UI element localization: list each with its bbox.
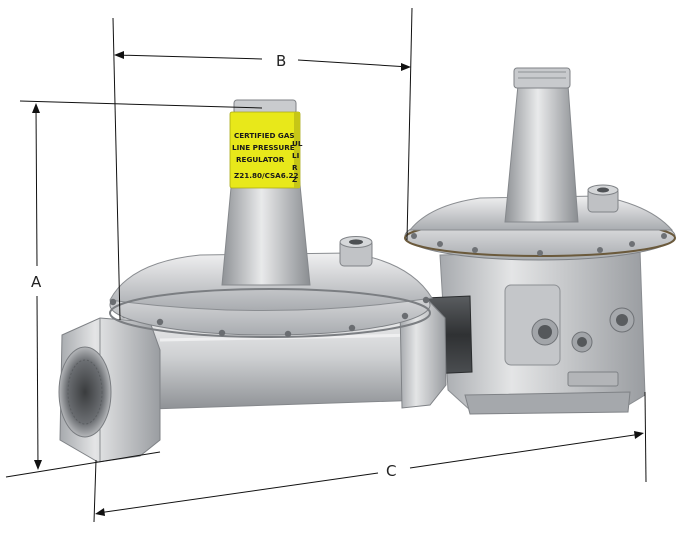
dimension-label-b: B xyxy=(276,52,286,70)
dimension-line-a-top xyxy=(35,105,38,267)
arrowhead-a-bottom xyxy=(34,460,42,470)
extension-line-top-a xyxy=(19,100,263,109)
dimension-line-c-right xyxy=(409,433,642,469)
extension-line-left-c xyxy=(93,459,97,523)
arrowhead-c-left xyxy=(95,508,105,516)
arrowhead-a-top xyxy=(32,103,40,113)
tag-side-fragment-2: LI xyxy=(292,151,300,160)
dimension-lines xyxy=(5,7,647,523)
certification-tag: CERTIFIED GAS LINE PRESSURE REGULATOR Z2… xyxy=(229,111,301,189)
arrowhead-b-left xyxy=(114,51,124,59)
dimension-line-b-left xyxy=(115,54,263,60)
dimension-line-b-right xyxy=(297,59,410,68)
extension-line-right-b xyxy=(406,7,413,241)
dimension-arrowheads xyxy=(32,51,644,516)
dimension-label-a: A xyxy=(31,273,42,291)
dimension-line-a-bottom xyxy=(36,295,39,469)
tag-side-fragment-4: Z xyxy=(292,175,297,184)
tag-side-fragment-1: UL xyxy=(292,139,303,148)
dimension-line-c-left xyxy=(97,472,379,514)
tag-side-fragment-3: R xyxy=(292,163,298,172)
arrowhead-b-right xyxy=(401,63,411,71)
rear-regulator xyxy=(404,67,676,415)
extension-line-right-c xyxy=(644,391,647,483)
tag-line-3: REGULATOR xyxy=(236,155,285,164)
extension-line-bottom-a xyxy=(5,451,161,478)
dimension-label-c: C xyxy=(386,462,396,480)
arrowhead-c-right xyxy=(634,431,644,439)
tag-line-2: LINE PRESSURE xyxy=(232,143,295,152)
extension-line-left-b xyxy=(112,17,121,321)
tag-line-1: CERTIFIED GAS xyxy=(234,131,295,140)
tag-line-4: Z21.80/CSA6.22 xyxy=(234,171,298,180)
